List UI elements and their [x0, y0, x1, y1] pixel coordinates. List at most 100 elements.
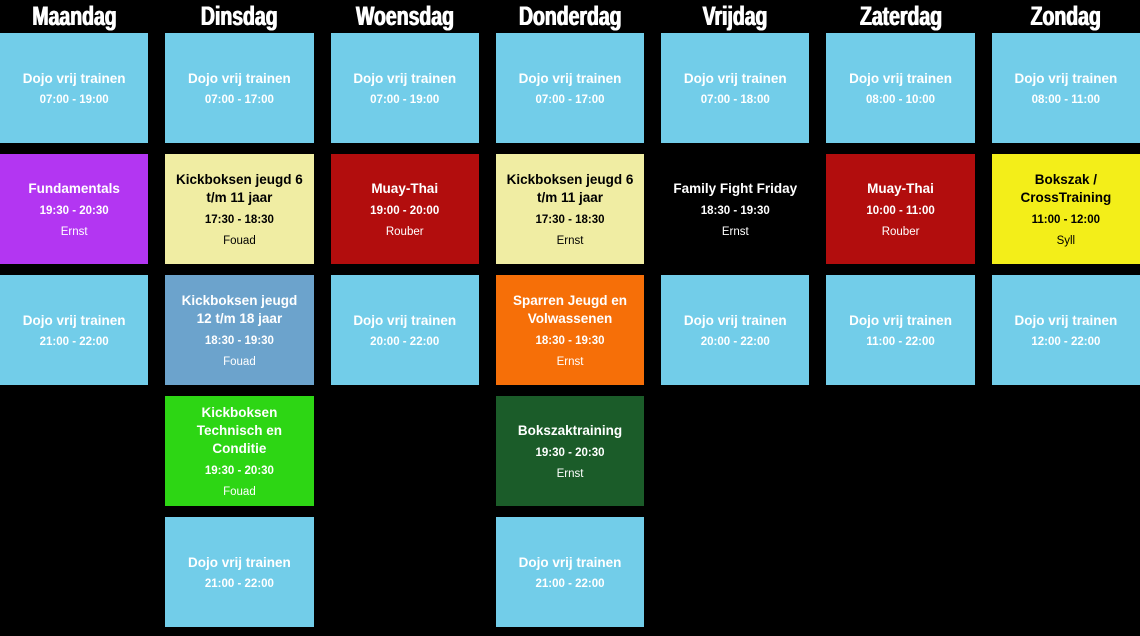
- class-block: Kickboksen Technisch en Conditie 19:30 -…: [165, 396, 314, 506]
- class-title: Fundamentals: [28, 181, 120, 197]
- class-time: 21:00 - 22:00: [39, 336, 109, 349]
- class-trainer: Fouad: [223, 355, 256, 368]
- class-block: Kickboksen jeugd 6 t/m 11 jaar 17:30 - 1…: [165, 154, 314, 264]
- day-header-donderdag: Donderdag: [496, 0, 644, 33]
- class-title: Bokszaktraining: [517, 423, 623, 439]
- class-title: Dojo vrij trainen: [188, 70, 291, 86]
- class-trainer: Ernst: [60, 225, 88, 238]
- day-header-row: Maandag Dinsdag Woensdag Donderdag Vrijd…: [0, 0, 1140, 33]
- class-title: Dojo vrij trainen: [518, 70, 622, 86]
- class-block: Dojo vrij trainen 12:00 - 22:00: [991, 275, 1140, 385]
- class-trainer: Ernst: [721, 225, 749, 238]
- class-block: Kickboksen jeugd 6 t/m 11 jaar 17:30 - 1…: [495, 154, 645, 264]
- class-title: Kickboksen jeugd 6 t/m 11 jaar: [176, 172, 303, 205]
- class-block: Dojo vrij trainen 07:00 - 19:00: [330, 33, 479, 143]
- class-time: 07:00 - 19:00: [370, 94, 440, 107]
- class-block: Bokszak / CrossTraining 11:00 - 12:00 Sy…: [991, 154, 1140, 264]
- class-title: Kickboksen jeugd 6 t/m 11 jaar: [506, 172, 634, 205]
- class-block: Muay-Thai 19:00 - 20:00 Rouber: [330, 154, 479, 264]
- class-trainer: Syll: [1056, 234, 1076, 247]
- class-trainer: Rouber: [881, 225, 920, 238]
- class-trainer: Rouber: [385, 225, 424, 238]
- day-header-label: Zondag: [1030, 1, 1101, 31]
- class-time: 17:30 - 18:30: [204, 213, 274, 226]
- class-time: 18:30 - 19:30: [700, 204, 770, 217]
- class-block: Family Fight Friday 18:30 - 19:30 Ernst: [661, 154, 810, 264]
- class-block: Dojo vrij trainen 07:00 - 17:00: [495, 33, 645, 143]
- class-block: Dojo vrij trainen 07:00 - 18:00: [661, 33, 810, 143]
- class-time: 11:00 - 12:00: [1031, 213, 1101, 226]
- day-header-label: Dinsdag: [201, 1, 278, 31]
- class-time: 08:00 - 11:00: [1031, 94, 1101, 107]
- class-title: Dojo vrij trainen: [22, 312, 126, 328]
- day-header-label: Woensdag: [355, 1, 454, 31]
- day-header-label: Donderdag: [518, 1, 622, 31]
- class-block: Dojo vrij trainen 08:00 - 10:00: [826, 33, 975, 143]
- class-time: 19:30 - 20:30: [204, 464, 274, 477]
- day-header-zondag: Zondag: [992, 0, 1140, 33]
- class-block: Dojo vrij trainen 07:00 - 19:00: [0, 33, 149, 143]
- class-block: Bokszaktraining 19:30 - 20:30 Ernst: [495, 396, 645, 506]
- class-block: Fundamentals 19:30 - 20:30 Ernst: [0, 154, 149, 264]
- class-title: Dojo vrij trainen: [1014, 70, 1118, 86]
- class-title: Dojo vrij trainen: [849, 70, 952, 86]
- day-header-vrijdag: Vrijdag: [661, 0, 809, 33]
- class-block: Dojo vrij trainen 07:00 - 17:00: [165, 33, 314, 143]
- class-time: 07:00 - 17:00: [204, 94, 274, 107]
- class-time: 18:30 - 19:30: [535, 334, 605, 347]
- class-title: Kickboksen Technisch en Conditie: [196, 405, 283, 456]
- class-time: 07:00 - 19:00: [39, 94, 109, 107]
- class-title: Muay-Thai: [867, 181, 934, 197]
- class-title: Dojo vrij trainen: [683, 312, 787, 328]
- class-time: 10:00 - 11:00: [866, 204, 935, 217]
- class-trainer: Ernst: [556, 234, 584, 247]
- class-title: Muay-Thai: [371, 181, 439, 197]
- class-block: Kickboksen jeugd 12 t/m 18 jaar 18:30 - …: [165, 275, 314, 385]
- class-title: Dojo vrij trainen: [849, 312, 952, 328]
- class-title: Dojo vrij trainen: [353, 312, 457, 328]
- class-time: 20:00 - 22:00: [700, 336, 770, 349]
- class-time: 20:00 - 22:00: [370, 336, 440, 349]
- class-title: Dojo vrij trainen: [188, 554, 291, 570]
- day-header-label: Maandag: [32, 1, 117, 31]
- class-time: 21:00 - 22:00: [535, 578, 605, 591]
- day-header-label: Zaterdag: [859, 1, 942, 31]
- class-block: Dojo vrij trainen 21:00 - 22:00: [165, 517, 314, 627]
- class-block: Dojo vrij trainen 11:00 - 22:00: [826, 275, 975, 385]
- class-block: Dojo vrij trainen 21:00 - 22:00: [0, 275, 149, 385]
- class-block: Dojo vrij trainen 20:00 - 22:00: [330, 275, 479, 385]
- class-time: 08:00 - 10:00: [866, 94, 936, 107]
- day-header-label: Vrijdag: [702, 1, 768, 31]
- class-time: 17:30 - 18:30: [535, 213, 605, 226]
- class-time: 07:00 - 18:00: [700, 94, 770, 107]
- day-header-dinsdag: Dinsdag: [165, 0, 313, 33]
- day-header-zaterdag: Zaterdag: [826, 0, 974, 33]
- class-title: Dojo vrij trainen: [353, 70, 457, 86]
- class-title: Dojo vrij trainen: [518, 554, 622, 570]
- class-time: 07:00 - 17:00: [535, 94, 605, 107]
- class-time: 21:00 - 22:00: [204, 578, 274, 591]
- class-block: Muay-Thai 10:00 - 11:00 Rouber: [826, 154, 975, 264]
- schedule-grid: Dojo vrij trainen 07:00 - 19:00 Fundamen…: [0, 33, 1140, 627]
- class-title: Dojo vrij trainen: [22, 70, 126, 86]
- class-time: 18:30 - 19:30: [204, 334, 274, 347]
- class-time: 12:00 - 22:00: [1031, 336, 1101, 349]
- class-title: Kickboksen jeugd 12 t/m 18 jaar: [181, 293, 298, 326]
- class-block: Sparren Jeugd en Volwassenen 18:30 - 19:…: [495, 275, 645, 385]
- day-header-woensdag: Woensdag: [331, 0, 479, 33]
- class-block: Dojo vrij trainen 21:00 - 22:00: [495, 517, 645, 627]
- class-time: 11:00 - 22:00: [866, 336, 935, 349]
- day-header-maandag: Maandag: [0, 0, 148, 33]
- class-title: Family Fight Friday: [673, 181, 798, 197]
- class-title: Dojo vrij trainen: [683, 70, 787, 86]
- class-block: Dojo vrij trainen 08:00 - 11:00: [991, 33, 1140, 143]
- class-time: 19:00 - 20:00: [370, 204, 440, 217]
- class-trainer: Fouad: [223, 485, 256, 498]
- class-time: 19:30 - 20:30: [39, 204, 109, 217]
- class-trainer: Ernst: [556, 467, 584, 480]
- class-title: Sparren Jeugd en Volwassenen: [512, 293, 628, 326]
- class-time: 19:30 - 20:30: [535, 446, 605, 459]
- class-title: Dojo vrij trainen: [1014, 312, 1118, 328]
- class-trainer: Fouad: [223, 234, 256, 247]
